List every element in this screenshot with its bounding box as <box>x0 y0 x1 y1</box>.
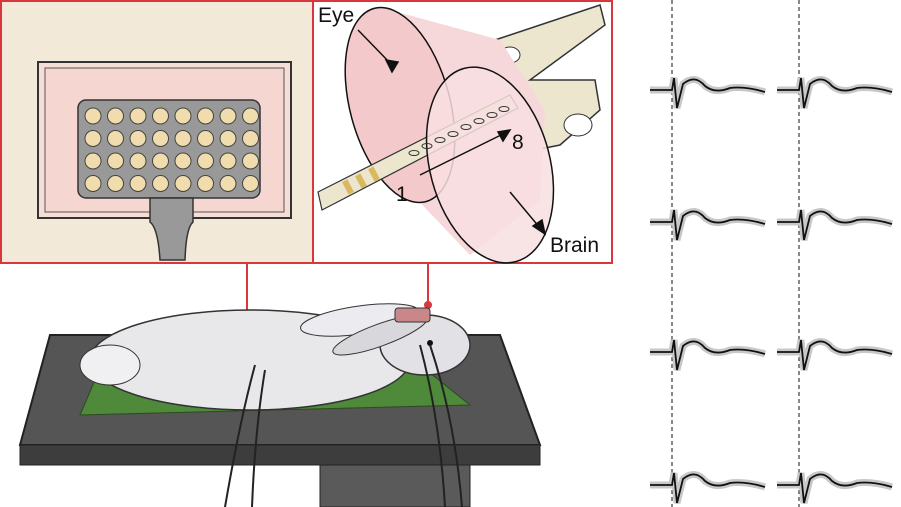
electrode-pad <box>219 130 237 147</box>
electrode-pad <box>242 107 259 125</box>
waveform-trace <box>777 472 893 504</box>
waveform-trace <box>650 209 766 241</box>
waveform-trace <box>650 339 766 371</box>
electrode-pad <box>107 130 124 147</box>
electrode-pad <box>197 152 214 170</box>
waveform-variance <box>650 208 767 241</box>
electrode-pad <box>174 130 192 147</box>
waveform-variance <box>777 76 894 109</box>
electrode-pad <box>129 152 147 170</box>
electrode-pad <box>152 152 169 170</box>
waveform-variance <box>777 208 894 241</box>
electrode-array-panel <box>0 0 314 264</box>
rabbit <box>79 303 471 507</box>
electrode-pad <box>174 107 192 125</box>
electrode-pad <box>242 152 259 170</box>
electrode-pad <box>84 107 102 125</box>
waveform-trace <box>650 472 766 504</box>
electrode-pad <box>174 175 192 192</box>
electrode-pad <box>197 107 214 125</box>
electrode-pad <box>152 107 169 125</box>
waveform-variance <box>777 471 894 504</box>
waveform-grid <box>650 0 894 507</box>
waveform-variance <box>650 338 767 371</box>
waveform-variance <box>650 471 767 504</box>
waveform-variance <box>650 76 767 109</box>
waveform-variance <box>777 338 894 371</box>
electrode-pad <box>219 152 237 170</box>
electrode-pad <box>219 175 237 192</box>
electrode-pad <box>129 107 147 125</box>
waveform-trace <box>777 339 893 371</box>
probe-inset-panel <box>312 0 613 264</box>
electrode-pad <box>152 175 169 192</box>
waveform-trace <box>777 209 893 241</box>
electrode-8-label: 8 <box>512 131 524 154</box>
electrode-pad <box>219 107 237 125</box>
electrode-pad <box>107 107 124 125</box>
electrode-pads <box>84 107 259 192</box>
electrode-pad <box>174 152 192 170</box>
electrode-pad <box>242 130 259 147</box>
waveform-trace <box>650 77 766 109</box>
electrode-pad <box>152 130 169 147</box>
electrode-pad <box>84 130 102 147</box>
electrode-1-label: 1 <box>396 183 408 206</box>
brain-label: Brain <box>550 234 600 257</box>
electrode-pad <box>84 175 102 192</box>
electrode-pad <box>84 152 102 170</box>
electrode-pad <box>129 130 147 147</box>
electrode-pad <box>242 175 259 192</box>
electrode-pad <box>107 175 124 192</box>
electrode-pad <box>129 175 147 192</box>
electrode-pad <box>197 175 214 192</box>
waveform-trace <box>777 77 893 109</box>
electrode-pad <box>107 152 124 170</box>
electrode-pad <box>197 130 214 147</box>
eye-label: Eye <box>318 4 355 27</box>
